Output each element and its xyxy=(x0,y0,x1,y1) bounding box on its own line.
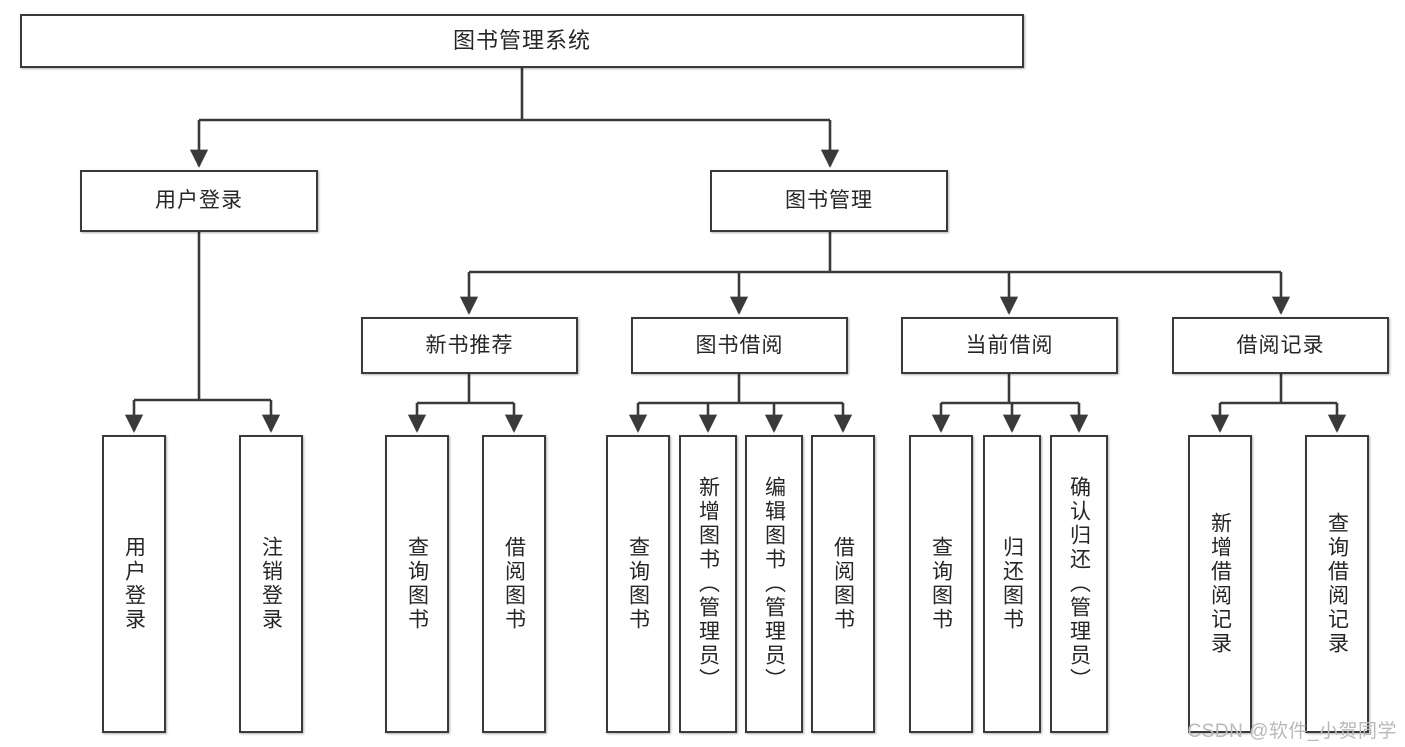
node-root-system[interactable]: 图书管理系统 xyxy=(20,14,1024,68)
node-label: 借阅记录 xyxy=(1236,333,1325,357)
node-label: 图书借阅 xyxy=(695,333,784,357)
leaf-query-borrow-record[interactable]: 查询借阅记录 xyxy=(1305,435,1369,733)
leaf-user-login[interactable]: 用户登录 xyxy=(102,435,166,733)
node-label: 当前借阅 xyxy=(965,333,1054,357)
node-label: 借阅图书 xyxy=(831,536,855,632)
leaf-query-book-cb[interactable]: 查询图书 xyxy=(909,435,973,733)
leaf-confirm-return-admin[interactable]: 确认归还（管理员） xyxy=(1050,435,1108,733)
node-label: 新增图书（管理员） xyxy=(696,476,720,692)
leaf-edit-book-admin[interactable]: 编辑图书（管理员） xyxy=(745,435,803,733)
node-new-book-recommend[interactable]: 新书推荐 xyxy=(361,317,578,374)
leaf-add-book-admin[interactable]: 新增图书（管理员） xyxy=(679,435,737,733)
node-label: 查询借阅记录 xyxy=(1325,512,1349,656)
node-label: 借阅图书 xyxy=(502,536,526,632)
node-borrow-record[interactable]: 借阅记录 xyxy=(1172,317,1389,374)
node-label: 查询图书 xyxy=(929,536,953,632)
node-label: 确认归还（管理员） xyxy=(1067,476,1091,692)
node-label: 新增借阅记录 xyxy=(1208,512,1232,656)
node-label: 归还图书 xyxy=(1000,536,1024,632)
node-label: 注销登录 xyxy=(259,536,283,632)
node-user-login[interactable]: 用户登录 xyxy=(80,170,318,232)
node-label: 用户登录 xyxy=(155,189,243,213)
node-label: 查询图书 xyxy=(405,536,429,632)
node-label: 用户登录 xyxy=(122,536,146,632)
node-current-borrow[interactable]: 当前借阅 xyxy=(901,317,1118,374)
node-label: 编辑图书（管理员） xyxy=(762,476,786,692)
leaf-return-book[interactable]: 归还图书 xyxy=(983,435,1041,733)
csdn-watermark: CSDN @软件_小贺同学 xyxy=(1187,721,1397,742)
leaf-logout[interactable]: 注销登录 xyxy=(239,435,303,733)
leaf-query-book-bb[interactable]: 查询图书 xyxy=(606,435,670,733)
leaf-borrow-book-bb[interactable]: 借阅图书 xyxy=(811,435,875,733)
node-label: 查询图书 xyxy=(626,536,650,632)
node-book-borrow[interactable]: 图书借阅 xyxy=(631,317,848,374)
node-label: 图书管理 xyxy=(785,189,873,213)
leaf-query-book-nbr[interactable]: 查询图书 xyxy=(385,435,449,733)
leaf-add-borrow-record[interactable]: 新增借阅记录 xyxy=(1188,435,1252,733)
node-book-management[interactable]: 图书管理 xyxy=(710,170,948,232)
leaf-borrow-book-nbr[interactable]: 借阅图书 xyxy=(482,435,546,733)
node-label: 图书管理系统 xyxy=(452,27,591,53)
node-label: 新书推荐 xyxy=(425,333,514,357)
